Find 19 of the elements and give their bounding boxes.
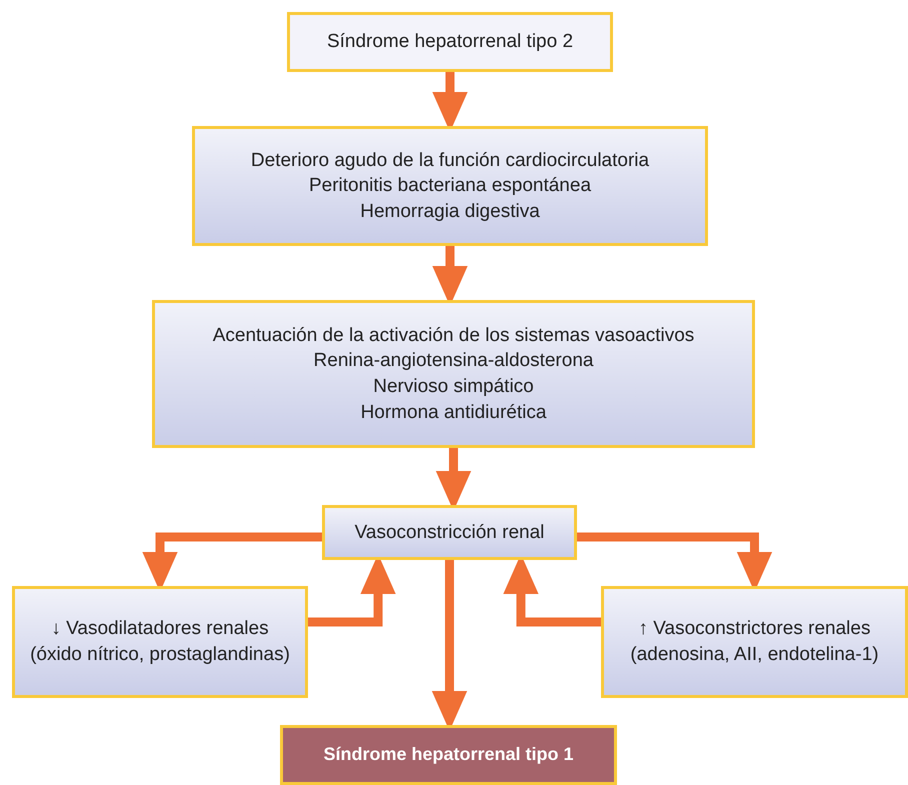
box-heading: Deterioro agudo de la función cardiocirculatoria bbox=[250, 148, 650, 173]
outcome-box bbox=[280, 725, 617, 785]
process-box bbox=[287, 12, 613, 72]
box-text: Vasoconstricción renal bbox=[354, 520, 544, 545]
box-text: Hemorragia digestiva bbox=[360, 200, 540, 224]
box-text: Síndrome hepatorrenal tipo 2 bbox=[326, 30, 574, 54]
box-text: Síndrome hepatorrenal tipo 1 bbox=[323, 743, 574, 766]
box-text: ↓ Vasodilatadores renales (óxido nítrico, prostaglandinas) bbox=[29, 617, 291, 667]
box-text: Hormona antidiurética bbox=[360, 400, 546, 425]
process-box bbox=[152, 300, 755, 448]
box-text: ↑ Vasoconstrictores renales (adenosina, AII, endotelina-1) bbox=[629, 617, 880, 667]
process-box bbox=[322, 505, 577, 560]
process-box bbox=[12, 586, 308, 698]
box-heading: Acentuación de la activación de los sistemas vasoactivos bbox=[212, 324, 694, 348]
box-text: Renina-angiotensina-aldosterona bbox=[314, 349, 594, 374]
box-text: Peritonitis bacteriana espontánea bbox=[308, 174, 592, 198]
process-box bbox=[601, 586, 908, 698]
process-box bbox=[192, 126, 708, 246]
box-text: Nervioso simpático bbox=[373, 375, 534, 399]
